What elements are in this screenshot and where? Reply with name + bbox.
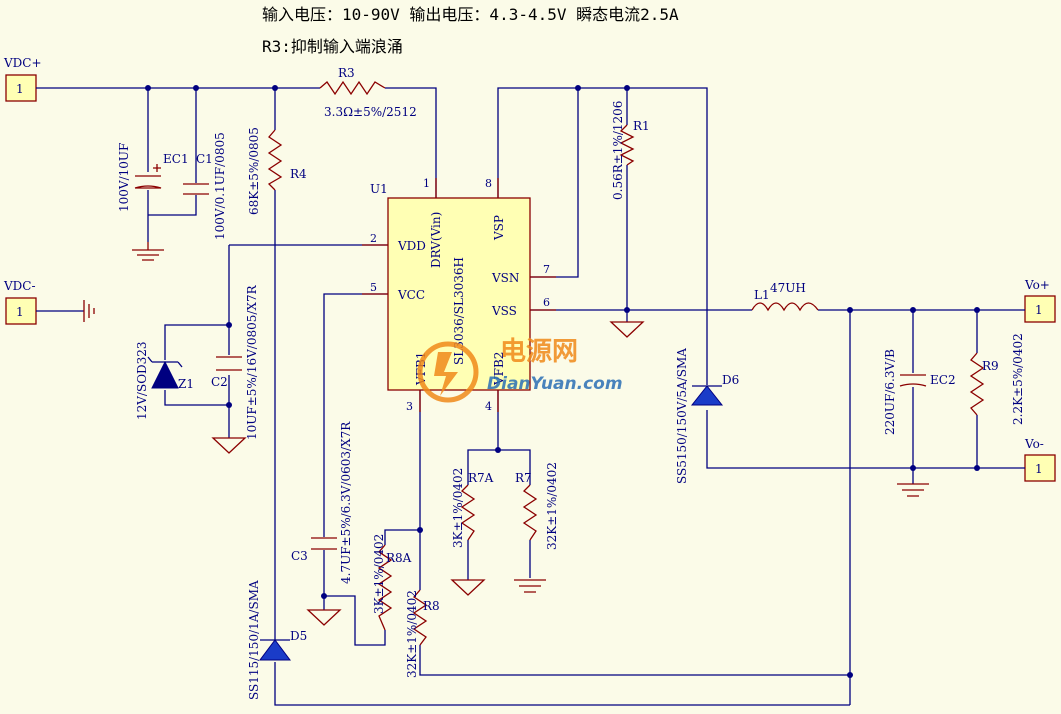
pin-num: 4 [485, 400, 492, 413]
value-label: 32K±1%/0402 [545, 462, 559, 550]
port-pin: 1 [1035, 462, 1043, 476]
watermark-cn: 电源网 [500, 337, 578, 367]
resistor-r7: R7 32K±1%/0402 [515, 462, 559, 550]
ref-label: R8 [423, 599, 440, 613]
pin-num: 7 [543, 263, 550, 276]
value-label: 3K±1%/0402 [372, 534, 386, 614]
value-label: 220UF/6.3V/B [883, 349, 897, 435]
ground-icon [211, 437, 247, 454]
capacitor-c3: C3 4.7UF±5%/6.3V/0603/X7R [291, 421, 353, 584]
port-vdc-plus: 1 VDC+ [3, 56, 42, 102]
pin-num: 8 [485, 177, 492, 190]
ref-label: R3 [338, 66, 355, 80]
capacitor-ec2: EC2 220UF/6.3V/B [883, 349, 956, 435]
ground-icon [306, 609, 342, 626]
resistor-r1: R1 0.56R±1%/1206 [611, 101, 650, 200]
ic-part-number: SL3036/SL3036H [452, 257, 466, 365]
resistor-r3: R3 3.3Ω±5%/2512 [319, 66, 417, 119]
value-label: 32K±1%/0402 [405, 590, 419, 678]
inductor-l1: L1 47UH [751, 281, 819, 312]
ref-label: R4 [290, 167, 307, 181]
value-label: 3.3Ω±5%/2512 [324, 105, 417, 119]
ref-label: R1 [633, 119, 650, 133]
pin-name-drv: DRV(Vin) [429, 212, 443, 268]
capacitor-c1: C1 100V/0.1UF/0805 [183, 132, 227, 240]
port-vo-minus: 1 Vo- [1024, 437, 1056, 482]
port-label: VDC+ [3, 56, 42, 70]
pin-name-vss: VSS [491, 304, 517, 318]
value-label: 12V/SOD323 [135, 341, 149, 420]
ref-label: D5 [290, 629, 307, 643]
ground-icon [609, 321, 645, 338]
value-label: SS115/150/1A/SMA [247, 580, 261, 700]
ref-label: C1 [196, 152, 213, 166]
value-label: 4.7UF±5%/6.3V/0603/X7R [339, 421, 353, 584]
resistor-r9: R9 2.2K±5%/0402 [969, 333, 1025, 425]
resistor-r4: R4 68K±5%/0805 [247, 127, 307, 215]
pin-num: 6 [543, 296, 550, 309]
ground-icon [897, 483, 929, 497]
pin-name-vsn: VSN [491, 271, 519, 285]
port-pin: 1 [16, 82, 24, 96]
value-label: 47UH [770, 281, 806, 295]
pin-name-vfb2: VFB2 [492, 352, 506, 386]
value-label: SS5150/150V/5A/SMA [675, 348, 689, 484]
pin-num: 2 [370, 232, 377, 245]
ref-label: Z1 [178, 377, 194, 391]
port-vo-plus: 1 Vo+ [1024, 278, 1056, 323]
ref-label: C3 [291, 549, 308, 563]
watermark-logo: 电源网 DianYuan.com [417, 337, 623, 403]
junctions [145, 85, 980, 678]
pin-num: 3 [406, 400, 413, 413]
value-label: 68K±5%/0805 [247, 127, 261, 215]
pin-num: 1 [423, 177, 430, 190]
resistor-r7a: R7A 3K±1%/0402 [451, 468, 494, 548]
port-pin: 1 [1035, 303, 1043, 317]
watermark-en: DianYuan.com [487, 374, 623, 394]
ground-icon [83, 300, 95, 322]
diode-d5: D5 SS115/150/1A/SMA [247, 580, 307, 700]
pin-num: 5 [370, 281, 377, 294]
ic-u1: U1 2 5 VDD VCC 1 8 DRV(Vin) VSP 7 6 VSN … [362, 177, 556, 413]
ref-label: EC2 [930, 373, 956, 387]
pin-name-vcc: VCC [397, 288, 425, 302]
pin-name-vsp: VSP [492, 215, 506, 241]
port-label: VDC- [3, 279, 36, 293]
wires [36, 87, 1025, 706]
diode-d6: D6 SS5150/150V/5A/SMA [675, 348, 739, 484]
ref-label: R7A [468, 471, 494, 485]
ref-label: EC1 [163, 152, 189, 166]
capacitor-ec1: EC1 100V/10UF [117, 143, 189, 212]
ground-icon [132, 242, 164, 261]
port-label: Vo+ [1024, 278, 1050, 292]
ground-icon [514, 579, 546, 593]
ic-ref: U1 [370, 182, 388, 196]
ref-label: L1 [754, 288, 770, 302]
value-label: 3K±1%/0402 [451, 468, 465, 548]
port-vdc-minus: 1 VDC- [3, 279, 37, 325]
ground-icon [450, 579, 486, 596]
ref-label: R7 [515, 471, 532, 485]
value-label: 100V/10UF [117, 143, 131, 212]
port-pin: 1 [16, 305, 24, 319]
pin-name-vdd: VDD [397, 239, 426, 253]
value-label: 2.2K±5%/0402 [1011, 333, 1025, 425]
value-label: 10UF±5%/16V/0805/X7R [245, 284, 259, 440]
ref-label: C2 [211, 375, 228, 389]
port-label: Vo- [1024, 437, 1044, 451]
note-r3: R3:抑制输入端浪涌 [262, 37, 403, 56]
value-label: 100V/0.1UF/0805 [213, 132, 227, 240]
zener-z1: Z1 12V/SOD323 [135, 341, 194, 420]
ref-label: R8A [386, 551, 412, 565]
note-spec: 输入电压：10-90V 输出电压：4.3-4.5V 瞬态电流2.5A [262, 5, 679, 24]
resistor-r8a: R8A 3K±1%/0402 [372, 534, 412, 631]
capacitor-c2: C2 10UF±5%/16V/0805/X7R [211, 284, 259, 440]
value-label: 0.56R±1%/1206 [611, 101, 625, 200]
ref-label: R9 [982, 359, 999, 373]
resistor-r8: R8 32K±1%/0402 [405, 589, 440, 678]
ref-label: D6 [722, 373, 739, 387]
